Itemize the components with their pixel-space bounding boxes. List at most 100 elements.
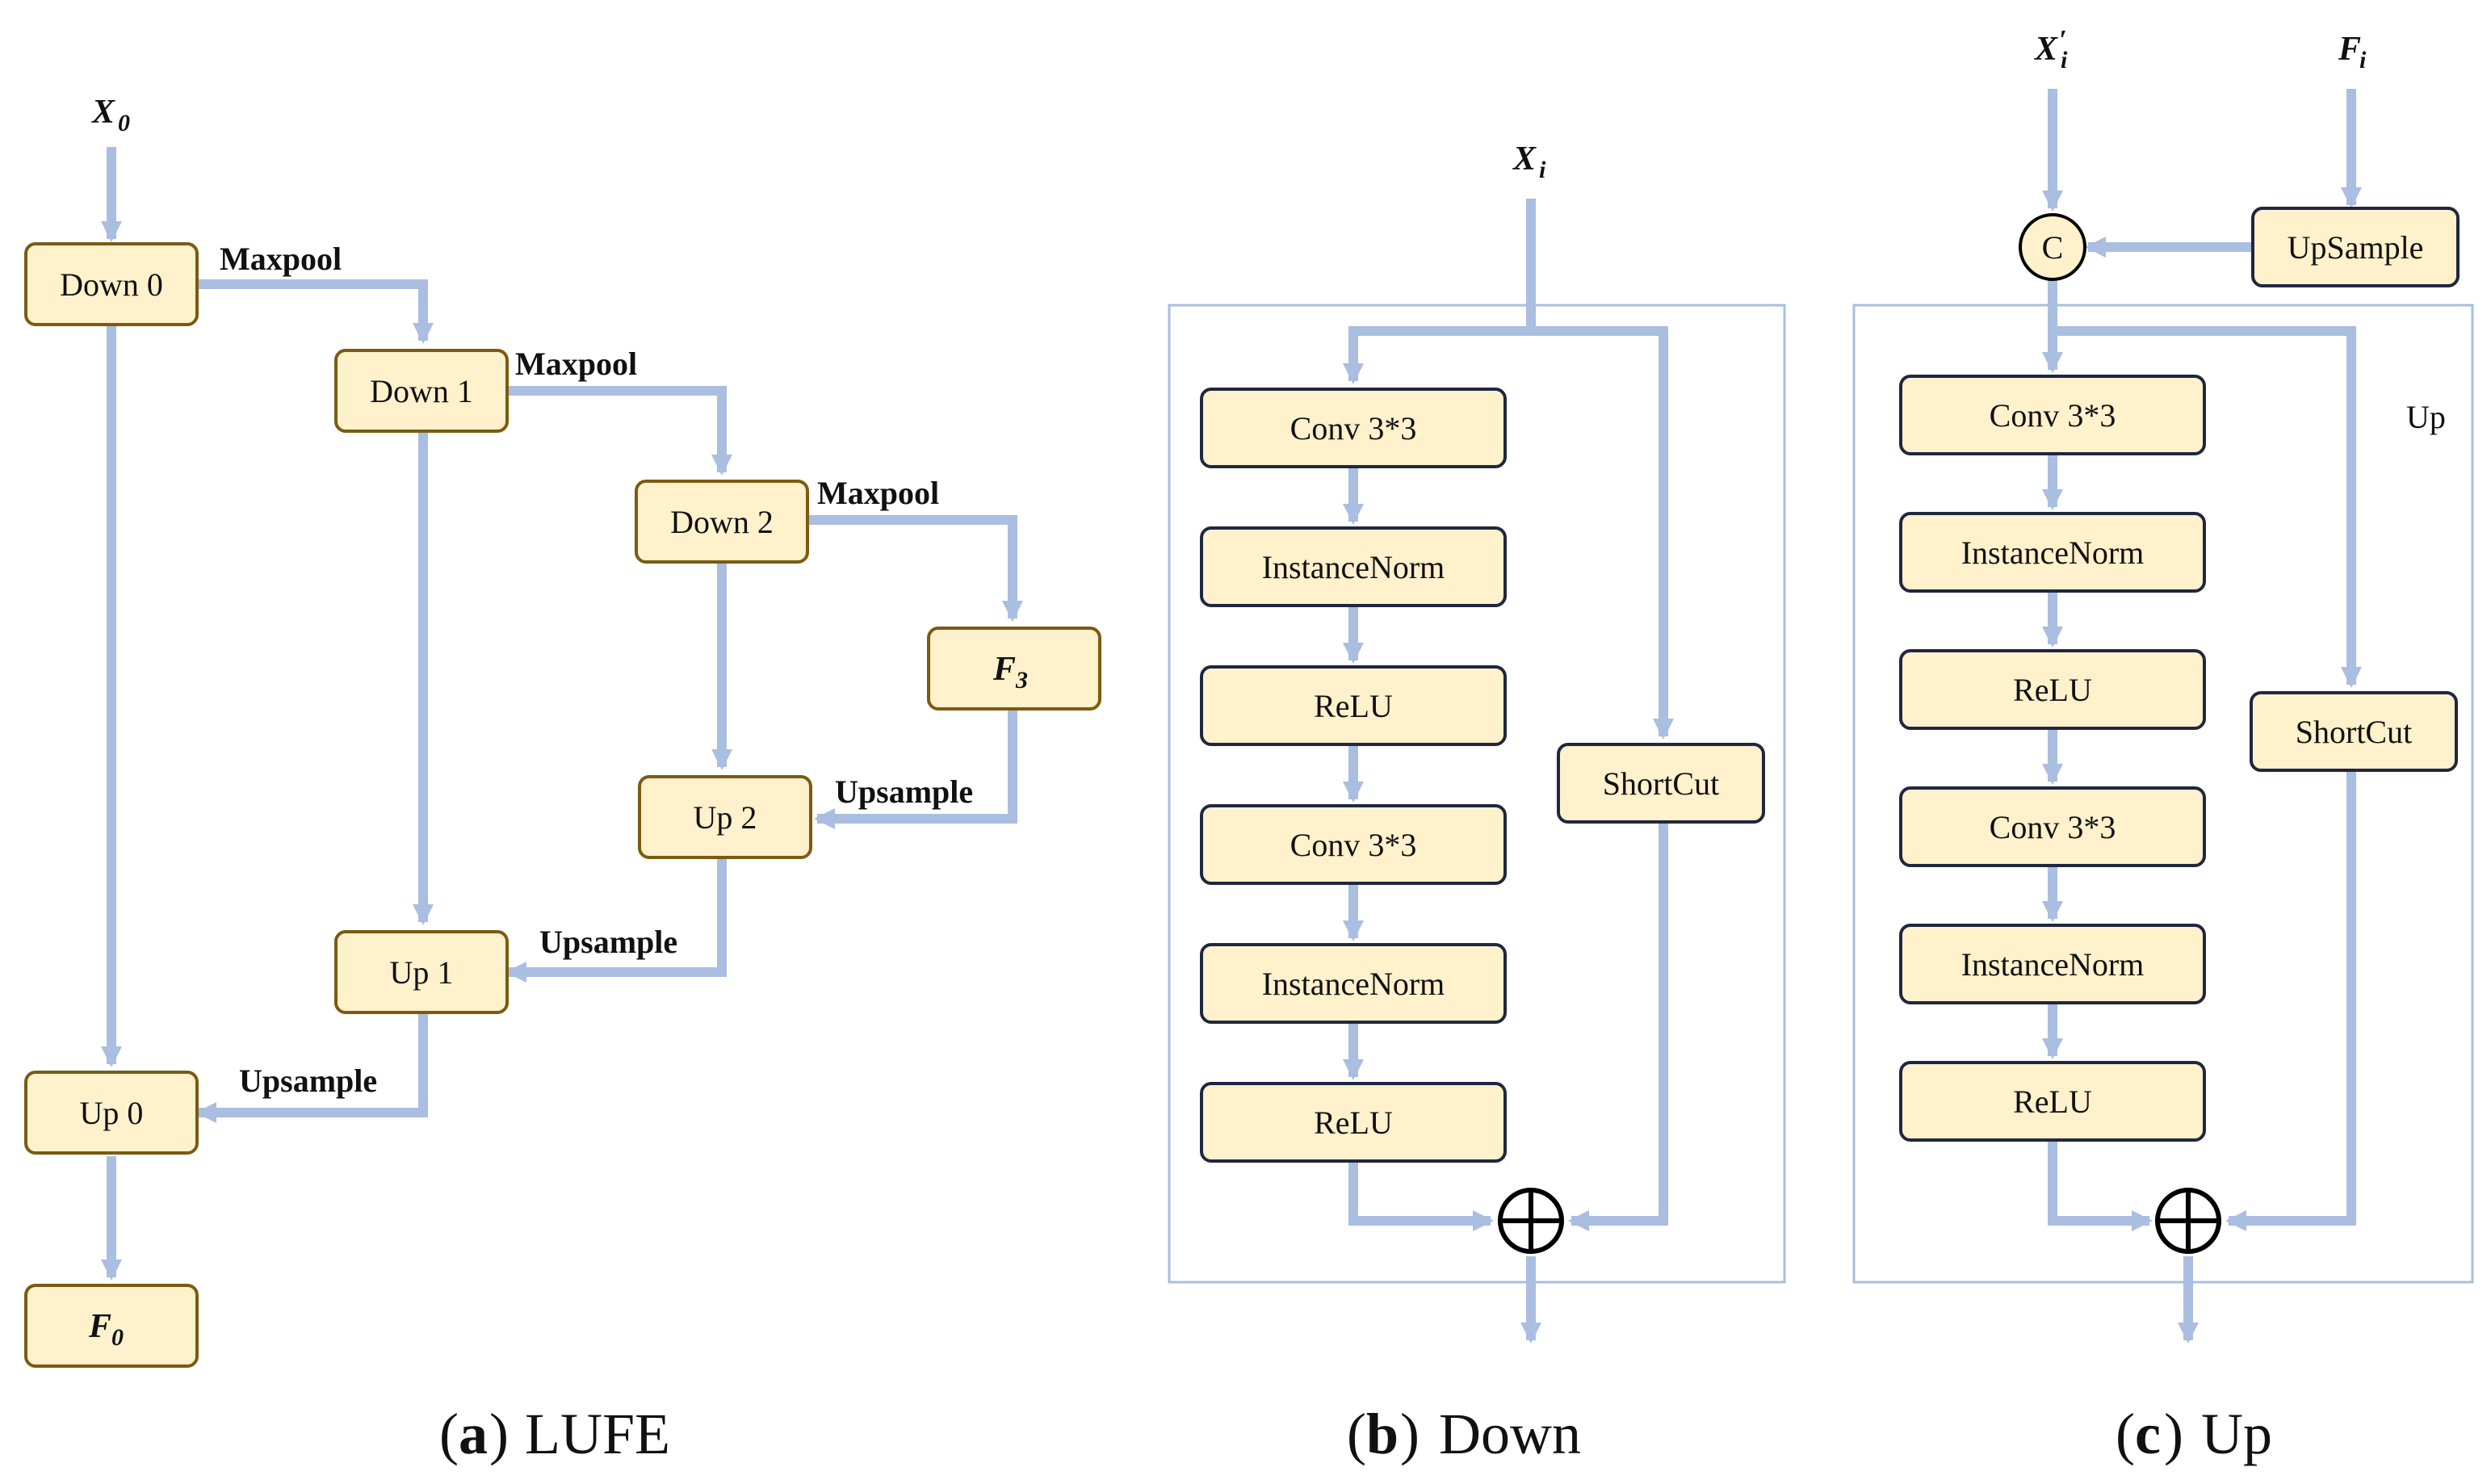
c-block-upsample: UpSample [2251,207,2460,287]
c-block-norm2: InstanceNorm [1899,924,2206,1004]
panel-c-frame [1852,304,2474,1284]
edge-label-upsample-2: Upsample [835,773,973,810]
caption-a-title: LUFE [525,1402,670,1466]
caption-a-close-paren: ) [489,1402,509,1466]
c-block-shortcut-label: ShortCut [2296,714,2412,750]
input-xi-prime-subscript: i [2061,47,2068,73]
c-block-relu1: ReLU [1899,649,2206,730]
b-block-shortcut: ShortCut [1557,743,1765,824]
c-block-norm1-label: InstanceNorm [1961,534,2145,571]
c-block-upsample-label: UpSample [2288,229,2424,266]
input-xi-label: X [1512,140,1537,178]
caption-b-open-paren: ( [1347,1402,1366,1466]
block-f0: F 0 [24,1284,199,1368]
arrow-maxpool-down2-f3 [807,515,1023,622]
block-f0-label: F [88,1308,111,1345]
block-f3: F 3 [927,627,1101,711]
b-sum-icon [1498,1188,1564,1254]
c-block-conv1-label: Conv 3*3 [1990,397,2116,434]
arrow-c-relu2-to-sum [2048,1140,2153,1231]
arrow-c-shortcut-to-sum [2225,772,2356,1231]
c-concat-symbol: C [2042,229,2064,266]
block-down2-label: Down 2 [670,504,774,540]
caption-a: ( a ) LUFE [439,1402,670,1466]
caption-c-title: Up [2201,1402,2272,1466]
input-xi-prime-mark: ′ [2059,25,2067,55]
arrow-b-relu2-to-sum [1348,1163,1494,1231]
edge-label-maxpool-0: Maxpool [220,241,342,277]
edge-label-maxpool-1: Maxpool [515,346,637,382]
c-block-shortcut: ShortCut [2250,691,2458,772]
input-xi-prime-label: X [2033,31,2058,68]
panel-a-arrows [101,147,1023,1281]
caption-c-letter: c [2135,1402,2161,1466]
panel-a-lufe: X 0 Down 0 Down 1 Down 2 F 3 Up 2 Up 1 [24,94,1101,1466]
block-up2-label: Up 2 [694,799,757,836]
b-block-conv1-label: Conv 3*3 [1290,410,1417,446]
block-up2: Up 2 [638,775,812,859]
b-block-conv2-label: Conv 3*3 [1290,827,1417,863]
arrow-upsample-up2-up1 [505,859,727,983]
block-f0-subscript: 0 [111,1324,124,1351]
c-block-norm2-label: InstanceNorm [1961,946,2145,983]
block-down1: Down 1 [334,349,509,433]
b-block-norm1: InstanceNorm [1200,526,1507,607]
c-block-relu2: ReLU [1899,1061,2206,1142]
b-block-norm2: InstanceNorm [1200,943,1507,1024]
b-block-shortcut-label: ShortCut [1603,765,1719,802]
input-xi-subscript: i [1539,157,1546,183]
caption-c-open-paren: ( [2116,1402,2135,1466]
block-down2: Down 2 [635,480,809,564]
b-block-relu1-label: ReLU [1314,688,1393,724]
input-x0-label: X [90,94,115,131]
b-block-relu2-label: ReLU [1314,1105,1393,1141]
arrow-upsample-f3-up2 [814,709,1017,829]
caption-c: ( c ) Up [2116,1402,2272,1466]
panel-a-input-label: X 0 [90,94,130,136]
input-x0-subscript: 0 [118,110,130,136]
block-up1: Up 1 [334,930,509,1014]
edge-label-maxpool-2: Maxpool [817,475,939,511]
caption-a-letter: a [459,1402,488,1466]
c-frame-label: Up [2406,399,2446,435]
edge-label-upsample-1: Upsample [539,924,677,960]
arrow-maxpool-down0-down1 [197,279,434,344]
arrow-c-to-shortcut [2053,326,2362,688]
caption-b: ( b ) Down [1347,1402,1581,1466]
b-block-norm1-label: InstanceNorm [1262,549,1445,585]
panel-b-input-label: X i [1512,140,1546,183]
arrow-maxpool-down1-down2 [507,386,732,476]
b-block-norm2-label: InstanceNorm [1262,966,1445,1002]
caption-b-close-paren: ) [1400,1402,1420,1466]
input-fi-label: F [2338,31,2361,68]
arrow-b-to-shortcut [1531,326,1674,740]
panel-c-arrows [2042,89,2362,1344]
b-block-relu2: ReLU [1200,1082,1507,1163]
c-block-relu2-label: ReLU [2013,1084,2092,1120]
c-block-conv2-label: Conv 3*3 [1990,809,2116,845]
block-up1-label: Up 1 [390,954,454,991]
block-up0-label: Up 0 [80,1095,144,1131]
block-f3-subscript: 3 [1015,667,1028,694]
panel-c-up: X i ′ F i C UpSample Up Conv 3*3 Instanc… [1852,25,2474,1466]
arrow-b-shortcut-to-sum [1568,824,1668,1231]
b-block-conv2: Conv 3*3 [1200,804,1507,885]
c-concat-node: C [2019,213,2086,281]
c-block-conv1: Conv 3*3 [1899,375,2206,455]
panel-b-down: X i Conv 3*3 InstanceNorm ReLU Conv 3*3 … [1168,140,1786,1466]
block-down1-label: Down 1 [370,373,473,409]
panel-b-frame [1168,304,1786,1284]
block-up0: Up 0 [24,1071,199,1155]
arrow-upsample-up1-up0 [195,1012,428,1123]
caption-a-open-paren: ( [439,1402,459,1466]
input-fi-subscript: i [2359,47,2367,73]
b-block-conv1: Conv 3*3 [1200,388,1507,468]
caption-c-close-paren: ) [2164,1402,2183,1466]
caption-b-title: Down [1439,1402,1581,1466]
panel-c-input-x-label: X i ′ [2033,25,2068,73]
block-down0-label: Down 0 [60,266,163,303]
panel-c-input-f-label: F i [2338,31,2367,73]
c-block-relu1-label: ReLU [2013,672,2092,708]
caption-b-letter: b [1366,1402,1399,1466]
